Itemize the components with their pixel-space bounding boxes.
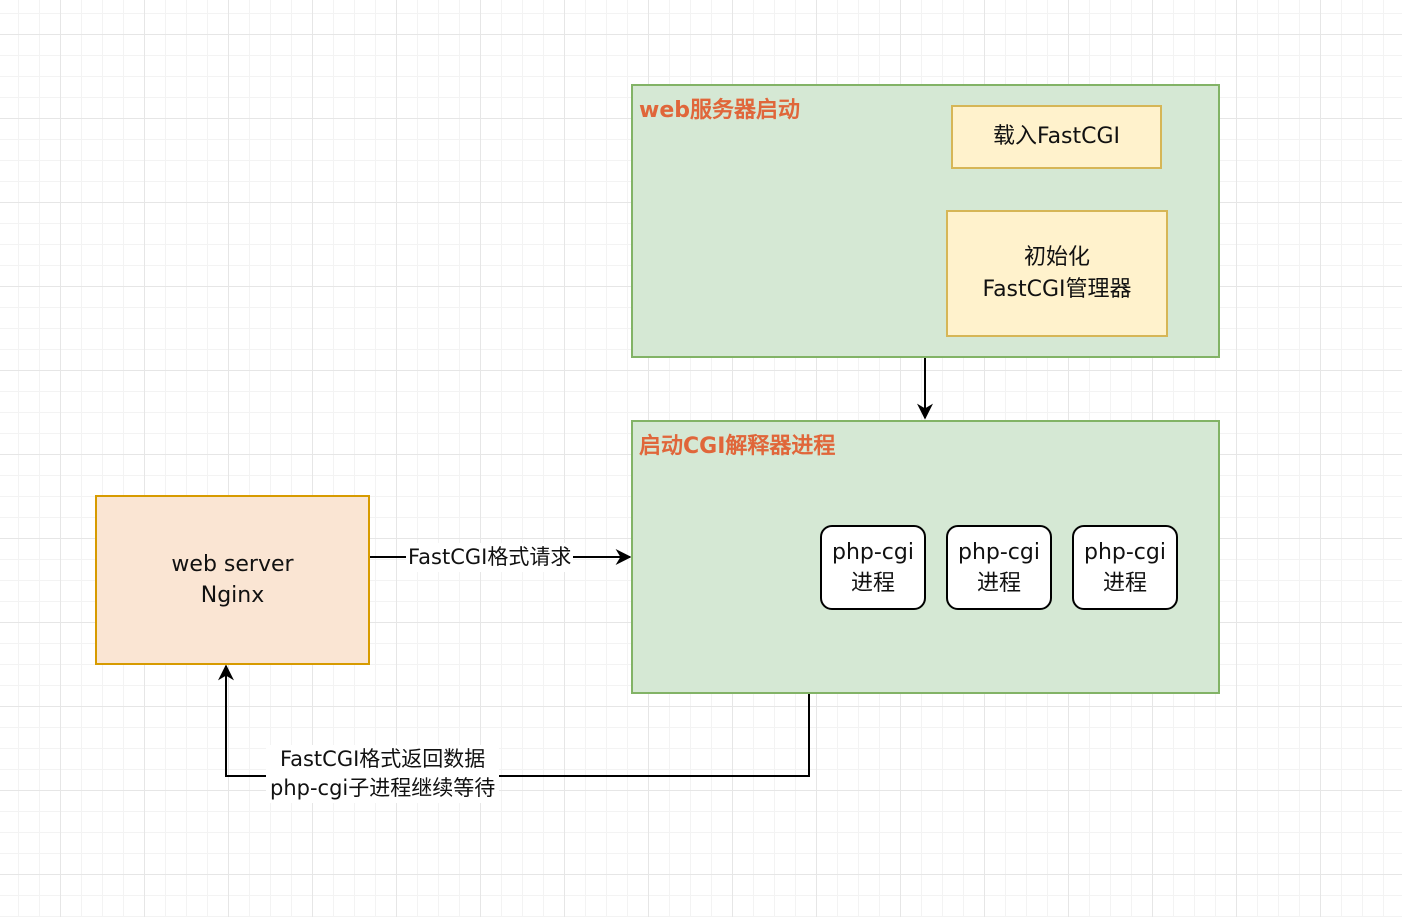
response-edge-label: FastCGI格式返回数据 php-cgi子进程继续等待 [266, 745, 500, 803]
request-edge-label: FastCGI格式请求 [406, 543, 574, 572]
init-manager-line2: FastCGI管理器 [982, 276, 1132, 302]
php-cgi-process-sublabel: 进程 [976, 570, 1021, 596]
load-fastcgi-label: 载入FastCGI [992, 124, 1121, 149]
web-server-startup-title: web服务器启动 [639, 98, 800, 123]
php-cgi-process-label: php-cgi [1084, 539, 1166, 565]
init-manager-line1: 初始化 [1023, 244, 1090, 270]
php-cgi-process-sublabel: 进程 [1102, 570, 1147, 596]
load-fastcgi-node[interactable]: 载入FastCGI [951, 105, 1162, 169]
nginx-line1: web server [171, 552, 294, 577]
cgi-interpreter-title: 启动CGI解释器进程 [639, 434, 836, 459]
init-fastcgi-manager-node[interactable]: 初始化 FastCGI管理器 [946, 210, 1168, 337]
php-cgi-process-label: php-cgi [832, 539, 914, 565]
nginx-line2: Nginx [200, 583, 265, 608]
response-line1: FastCGI格式返回数据 [279, 747, 486, 771]
php-cgi-process-label: php-cgi [958, 539, 1040, 565]
php-cgi-process-sublabel: 进程 [850, 570, 895, 596]
php-cgi-process-3[interactable]: php-cgi 进程 [1072, 525, 1178, 610]
response-line2: php-cgi子进程继续等待 [270, 776, 496, 800]
php-cgi-process-2[interactable]: php-cgi 进程 [946, 525, 1052, 610]
php-cgi-process-1[interactable]: php-cgi 进程 [820, 525, 926, 610]
nginx-web-server-node[interactable]: web server Nginx [95, 495, 370, 665]
response-arrow [218, 664, 810, 777]
